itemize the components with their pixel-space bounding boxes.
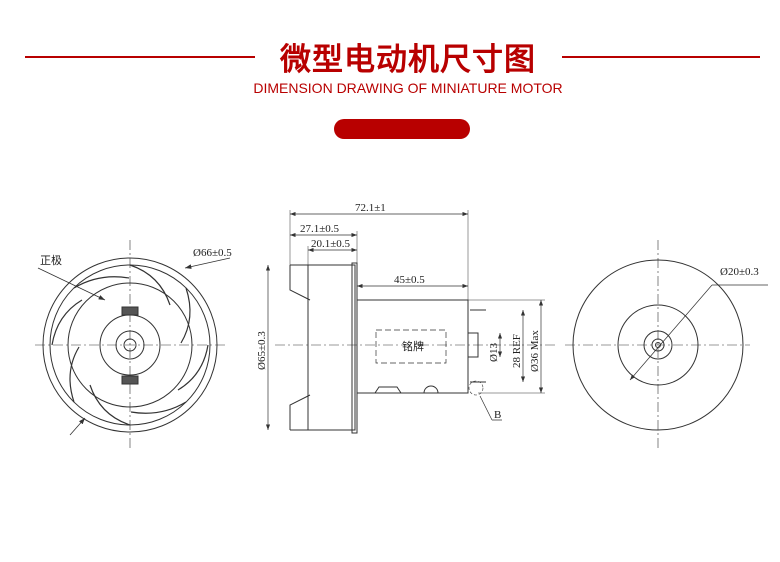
housing-diameter-label: Ø65±0.3 [256,331,268,370]
title-rule-right [562,56,760,58]
side-view: 铭牌 72.1±1 27.1±0.5 20.1±0.5 45±0.5 Ø65±0… [256,202,555,434]
rear-view: Ø20±0.3 [565,240,768,450]
positive-terminal-label: 正极 [40,253,62,267]
title-rule-left [25,56,255,58]
ref-dimension-label: 28 REF [511,334,523,368]
boss-diameter-label: Ø13 [488,343,500,362]
max-diameter-label: Ø36 Max [529,330,541,372]
detail-b-label: B [494,409,501,421]
overall-length-label: 72.1±1 [355,202,386,214]
front-diameter-label: Ø66±0.5 [193,247,232,259]
page-title: 微型电动机尺寸图 [280,42,536,78]
page-subtitle: DIMENSION DRAWING OF MINIATURE MOTOR [253,80,563,96]
fan-housing-length-label: 27.1±0.5 [300,223,340,235]
nameplate-label: 铭牌 [402,339,424,353]
fan-length-label: 20.1±0.5 [311,238,351,250]
decorative-pill [334,119,470,139]
rear-diameter-label: Ø20±0.3 [720,266,759,278]
front-view: 正极 Ø66±0.5 [35,240,232,450]
body-length-label: 45±0.5 [394,274,425,286]
